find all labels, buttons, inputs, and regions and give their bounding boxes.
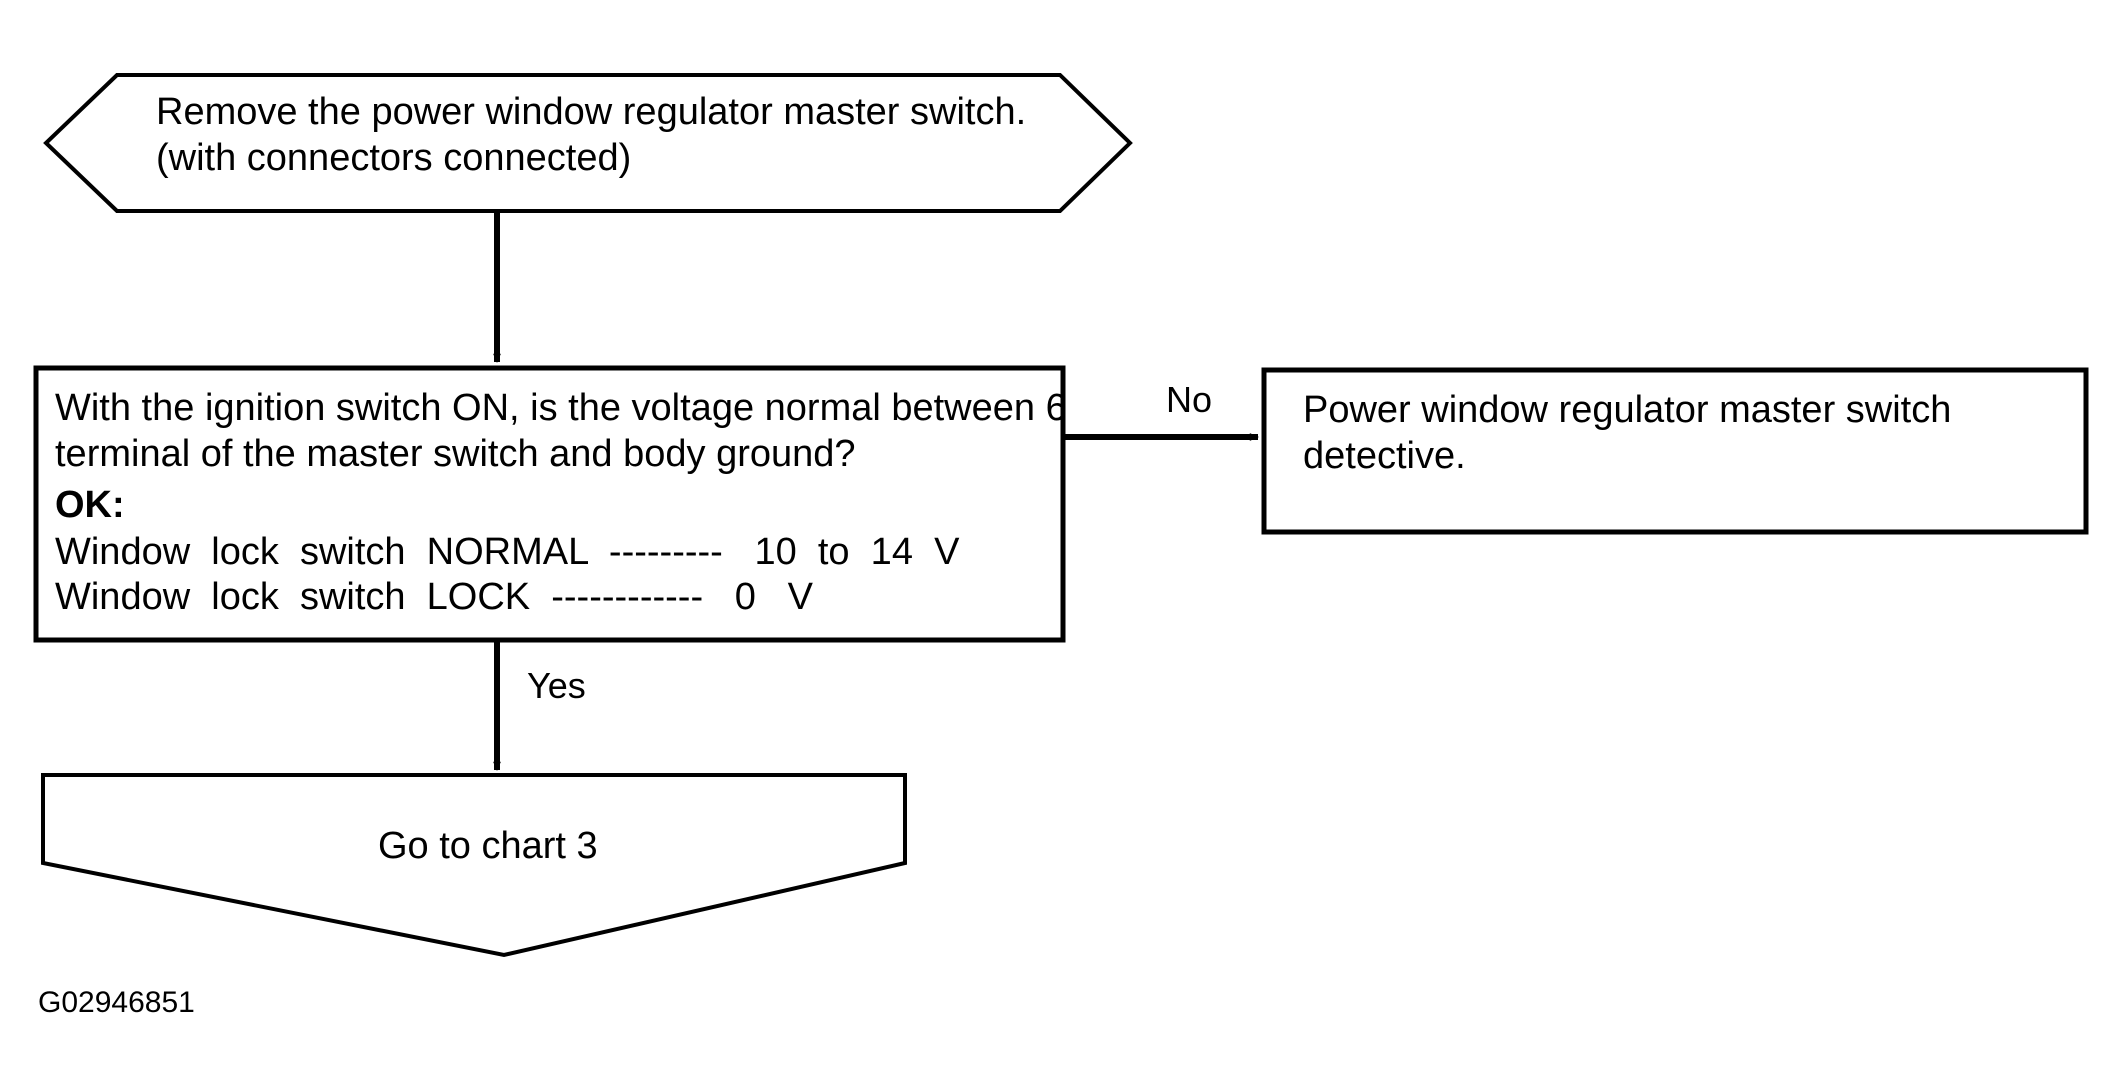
node-fault-shape	[1261, 367, 2089, 535]
node-start-shape	[43, 73, 1133, 213]
node-decision-ok-label: OK:	[55, 484, 125, 526]
node-fault-line-2: detective.	[1303, 435, 1466, 477]
node-goto-shape	[41, 773, 907, 958]
node-decision-spec-line-2: Window lock switch LOCK ------------ 0 V	[55, 576, 813, 618]
edge-label-yes: Yes	[527, 665, 586, 706]
node-fault-line-1: Power window regulator master switch	[1303, 389, 1952, 431]
node-decision-shape	[33, 365, 1066, 643]
node-decision-spec-line-1: Window lock switch NORMAL --------- 10 t…	[55, 531, 960, 573]
node-goto-line-1: Go to chart 3	[378, 825, 598, 867]
figure-code: G02946851	[38, 986, 195, 1019]
edge-label-no: No	[1166, 379, 1213, 420]
node-decision-question-line-2: terminal of the master switch and body g…	[55, 433, 856, 475]
node-decision-question-line-1: With the ignition switch ON, is the volt…	[55, 387, 1067, 429]
node-start-line-2: (with connectors connected)	[156, 137, 632, 179]
node-start-line-1: Remove the power window regulator master…	[156, 91, 1027, 133]
